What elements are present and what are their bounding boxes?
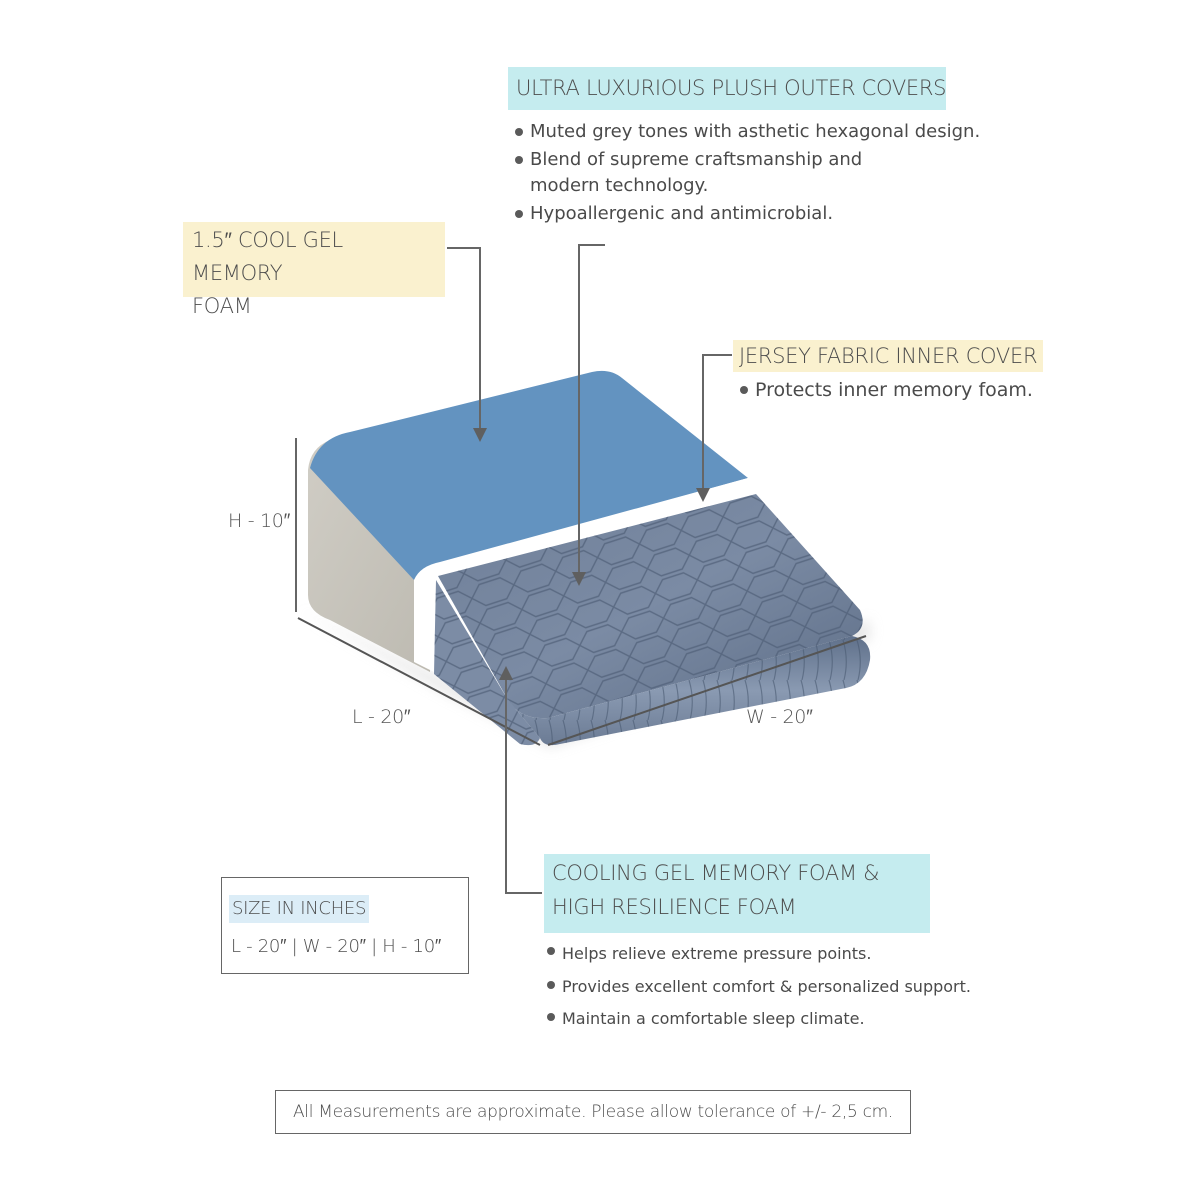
bullet-item: Helps relieve extreme pressure points. bbox=[544, 937, 971, 971]
arrow-down-icon bbox=[572, 572, 586, 586]
callout-jersey: JERSEY FABRIC INNER COVER Protects inner… bbox=[733, 340, 1044, 404]
bullet-item: Blend of supreme craftsmanship and bbox=[512, 146, 980, 174]
bullet-item: Muted grey tones with asthetic hexagonal… bbox=[512, 118, 980, 146]
callout-gel-foam: 1.5″ COOL GEL MEMORY FOAM bbox=[183, 222, 445, 318]
bullet-item: Maintain a comfortable sleep climate. bbox=[544, 1003, 971, 1035]
leader-gel-foam bbox=[447, 247, 481, 430]
length-dimension-line bbox=[297, 617, 541, 746]
bullet-item: Provides excellent comfort & personalize… bbox=[544, 971, 971, 1003]
length-label: L - 20″ bbox=[352, 706, 411, 728]
gel-layer-top bbox=[310, 370, 748, 580]
bullet-list: Helps relieve extreme pressure points. P… bbox=[544, 937, 971, 1035]
size-box: SIZE IN INCHES L - 20″ | W - 20″ | H - 1… bbox=[221, 877, 469, 974]
bullet-list: Protects inner memory foam. bbox=[737, 376, 1043, 404]
bullet-list: Muted grey tones with asthetic hexagonal… bbox=[512, 118, 980, 228]
arrow-up-icon bbox=[499, 666, 513, 680]
leader-cooling bbox=[505, 676, 542, 894]
arrow-down-icon bbox=[696, 488, 710, 502]
callout-title: JERSEY FABRIC INNER COVER bbox=[733, 340, 1044, 372]
disclaimer-box: All Measurements are approximate. Please… bbox=[275, 1090, 911, 1134]
callout-cooling: COOLING GEL MEMORY FOAM & HIGH RESILIENC… bbox=[544, 854, 971, 1035]
bullet-item-continued: modern technology. bbox=[530, 175, 709, 196]
arrow-down-icon bbox=[473, 428, 487, 442]
height-label: H - 10″ bbox=[228, 510, 291, 532]
callout-title-line1: COOLING GEL MEMORY FOAM & bbox=[552, 861, 880, 885]
size-box-title: SIZE IN INCHES bbox=[229, 895, 370, 923]
leader-jersey bbox=[702, 354, 732, 490]
callout-title: ULTRA LUXURIOUS PLUSH OUTER COVERS bbox=[508, 67, 946, 110]
callout-outer-cover: ULTRA LUXURIOUS PLUSH OUTER COVERS Muted… bbox=[508, 67, 980, 228]
callout-title-line2: HIGH RESILIENCE FOAM bbox=[552, 895, 797, 919]
callout-title-line1: 1.5″ COOL GEL MEMORY bbox=[192, 228, 343, 285]
disclaimer-text: All Measurements are approximate. Please… bbox=[292, 1102, 894, 1122]
bullet-item: Protects inner memory foam. bbox=[737, 376, 1043, 404]
bullet-item: Hypoallergenic and antimicrobial. bbox=[512, 200, 980, 228]
width-label: W - 20″ bbox=[746, 706, 813, 728]
callout-title-line2: FOAM bbox=[192, 294, 252, 318]
leader-outer-cover bbox=[578, 244, 605, 572]
callout-title: COOLING GEL MEMORY FOAM & HIGH RESILIENC… bbox=[544, 854, 930, 933]
width-dimension-line bbox=[547, 635, 867, 746]
size-box-values: L - 20″ | W - 20″ | H - 10″ bbox=[231, 936, 441, 957]
